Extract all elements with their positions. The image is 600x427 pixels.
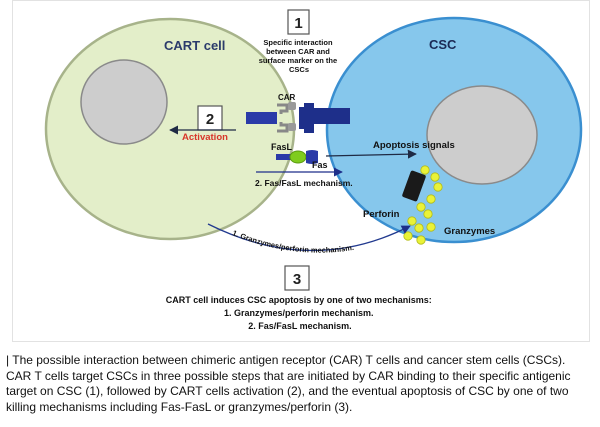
step-3-number: 3 <box>293 271 301 288</box>
csc-label: CSC <box>429 37 457 52</box>
car-shaft <box>246 112 277 124</box>
step-1-number: 1 <box>294 15 302 32</box>
granzyme-granule <box>430 172 440 182</box>
csc-cell <box>325 16 583 244</box>
granzyme-granule <box>403 231 413 241</box>
step-2-box <box>197 105 223 131</box>
granzyme-granule <box>416 202 426 212</box>
fasl-ligand <box>289 150 307 164</box>
granzyme-granule <box>420 165 430 175</box>
car-scfv-top <box>288 102 296 110</box>
step-3-box <box>284 265 310 291</box>
apoptosis-label: Apoptosis signals <box>373 140 455 151</box>
figure-caption: | The possible interaction between chime… <box>6 353 571 414</box>
granzyme-granule <box>426 222 436 232</box>
step-2-number: 2 <box>206 111 214 128</box>
cart-nucleus <box>80 59 168 145</box>
diagram-figure: CART cell CSC 1 Specific interaction bet… <box>12 0 590 342</box>
fasl-fas-interaction: FasL Fas <box>271 142 328 170</box>
csc-surface-marker <box>299 103 314 133</box>
perforin-label: Perforin <box>363 209 400 220</box>
granzyme-granule <box>407 216 417 226</box>
car-receptor: CAR <box>246 93 350 133</box>
granzyme-granule <box>423 209 433 219</box>
fasl-stalk <box>276 154 294 160</box>
apoptosis-arrow <box>325 149 417 159</box>
activation-label: Activation <box>182 132 228 143</box>
car-label: CAR <box>278 93 296 102</box>
step-1-box <box>287 9 310 35</box>
granzyme-granule <box>433 182 443 192</box>
csc-nucleus <box>426 85 538 185</box>
granzyme-granule <box>416 235 426 245</box>
granzyme-granule <box>414 223 424 233</box>
step-1-text: Specific interaction between CAR and sur… <box>259 38 339 74</box>
step-3-text: CART cell induces CSC apoptosis by one o… <box>166 295 435 331</box>
granzymes-label: Granzymes <box>444 226 495 237</box>
car-scfv-bottom <box>288 123 296 131</box>
fas-mechanism-label: 2. Fas/FasL mechanism. <box>255 178 353 188</box>
perforin-pore <box>402 170 426 202</box>
granzyme-granule <box>426 194 436 204</box>
granzyme-granules <box>403 165 443 245</box>
fasl-label: FasL <box>271 142 293 152</box>
car-binding-domain <box>277 103 289 133</box>
surface-marker-stem <box>314 108 350 124</box>
cart-cell-label: CART cell <box>164 38 225 53</box>
granzyme-mechanism-arrow <box>207 223 411 252</box>
fas-label: Fas <box>312 160 328 170</box>
fas-receptor <box>306 150 318 164</box>
